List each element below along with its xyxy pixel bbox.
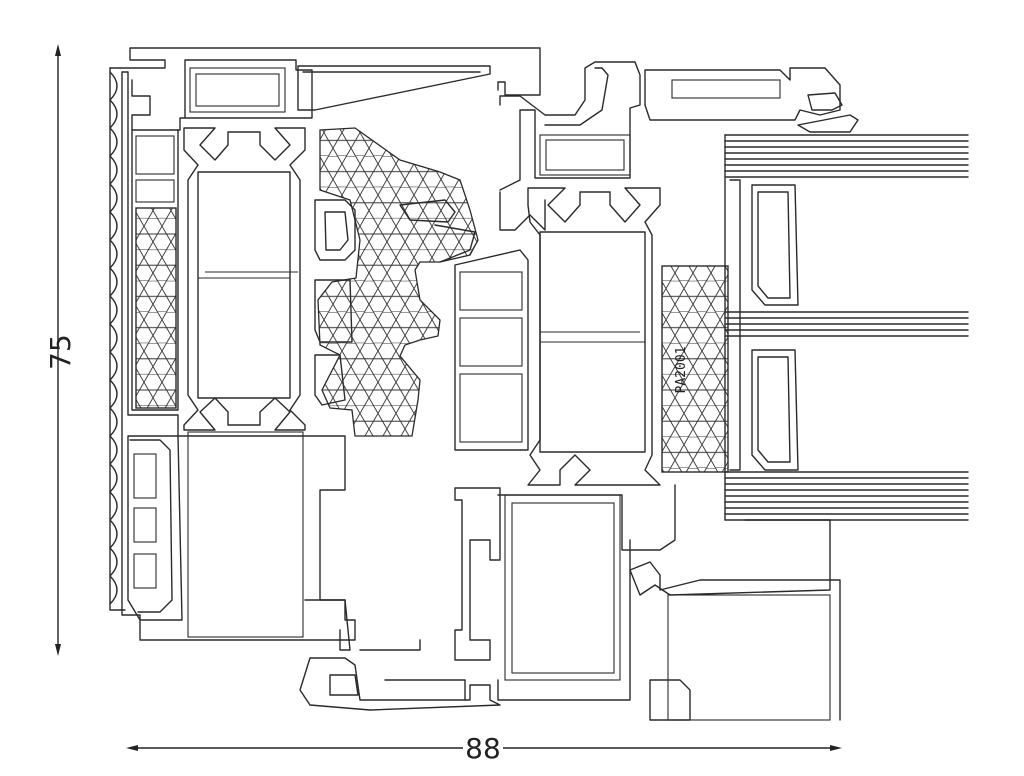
arrow-down-icon — [55, 644, 61, 656]
width-dimension-label: 88 — [465, 732, 501, 765]
thermal-break-left — [183, 127, 306, 431]
lower-middle-profiles — [299, 484, 831, 721]
insulation-strip-right — [661, 265, 729, 473]
insulation-block-left — [135, 207, 177, 409]
height-dimension: 75 — [44, 44, 77, 656]
lower-left-frame — [127, 431, 351, 651]
arrow-left-icon — [126, 745, 138, 751]
foam-inner-channel — [399, 199, 456, 223]
foam-hook — [434, 224, 476, 263]
insulation-strip-label: PA2001 — [674, 347, 689, 394]
insulation-foam-center — [317, 127, 479, 437]
glazing-and-right-frame — [644, 67, 969, 721]
sash-profile — [454, 61, 661, 486]
arrow-right-icon — [830, 745, 842, 751]
width-dimension: 88 — [126, 732, 842, 765]
arrow-up-icon — [55, 44, 61, 56]
height-dimension-label: 75 — [44, 334, 77, 370]
